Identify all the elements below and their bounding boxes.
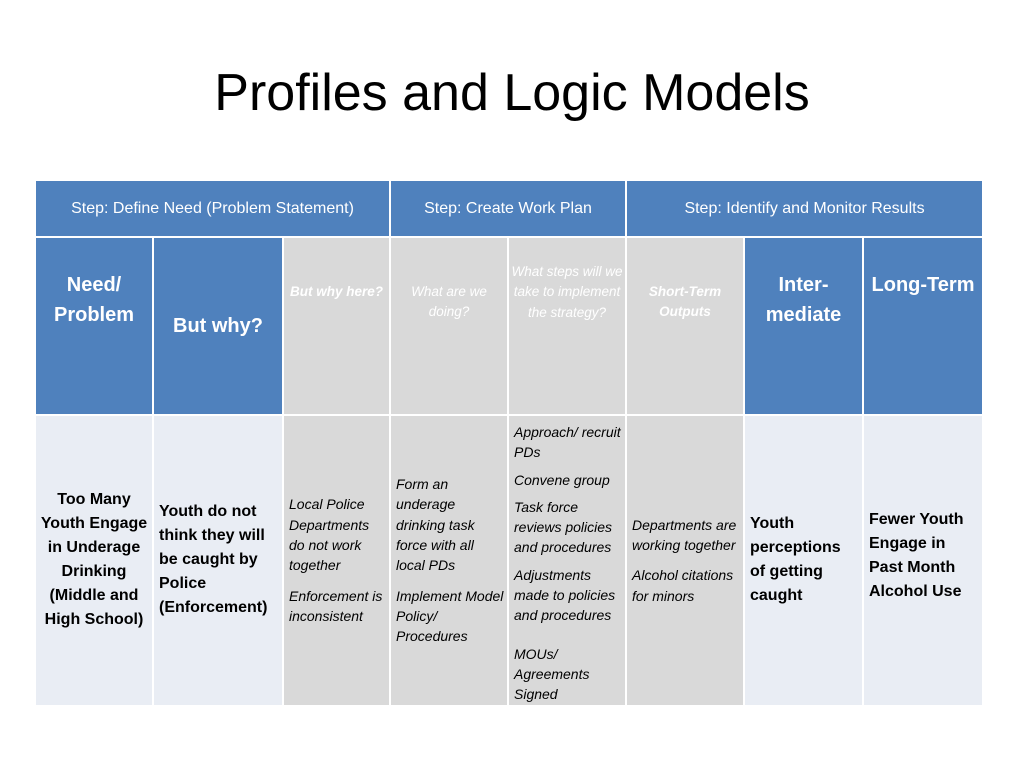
step-item: Task force reviews policies and procedur… [514,498,613,556]
step-row: Step: Define Need (Problem Statement) St… [34,179,985,238]
header-short-term-outputs: Short-Term Outputs [625,236,745,416]
cell-long-term: Fewer Youth Engage in Past Month Alcohol… [861,414,985,707]
but-why-here-text-2: Enforcement is inconsistent [289,587,383,624]
step-item: Approach/ recruit PDs [514,424,621,461]
short-term-text-2: Alcohol citations for minors [632,567,734,604]
header-long-term: Long-Term [861,236,985,416]
doing-text-1: Form an underage drinking task force wit… [396,476,475,574]
step-item: Convene group [514,471,610,488]
step-item: MOUs/ Agreements Signed [514,645,590,703]
step-create-work-plan: Step: Create Work Plan [389,179,627,238]
step-define-need: Step: Define Need (Problem Statement) [34,179,391,238]
cell-short-term-outputs: Departments are working together Alcohol… [625,414,745,707]
header-row: Need/ Problem But why? But why here? Wha… [34,236,985,416]
body-row: Too Many Youth Engage in Underage Drinki… [34,414,985,707]
step-identify-monitor-results: Step: Identify and Monitor Results [624,179,985,238]
cell-but-why: Youth do not think they will be caught b… [152,414,284,707]
cell-implementation-steps: Approach/ recruit PDs Convene group Task… [507,414,627,707]
short-term-text-1: Departments are working together [632,516,737,553]
header-what-steps: What steps will we take to implement the… [507,236,627,416]
header-need-problem: Need/ Problem [34,236,154,416]
cell-intermediate: Youth perceptions of getting caught [743,414,864,707]
logic-model-table: Step: Define Need (Problem Statement) St… [34,179,985,707]
header-but-why: But why? [152,236,284,416]
cell-but-why-here: Local Police Departments do not work tog… [282,414,391,707]
but-why-here-text-1: Local Police Departments do not work tog… [289,496,370,574]
header-but-why-here: But why here? [282,236,391,416]
cell-need-problem: Too Many Youth Engage in Underage Drinki… [34,414,154,707]
step-item: Adjustments made to policies and procedu… [514,566,616,624]
header-intermediate: Inter-mediate [743,236,864,416]
slide-title: Profiles and Logic Models [214,64,810,122]
doing-text-2: Implement Model Policy/ Procedures [396,587,504,645]
header-what-are-we-doing: What are we doing? [389,236,509,416]
cell-what-doing: Form an underage drinking task force wit… [389,414,509,707]
